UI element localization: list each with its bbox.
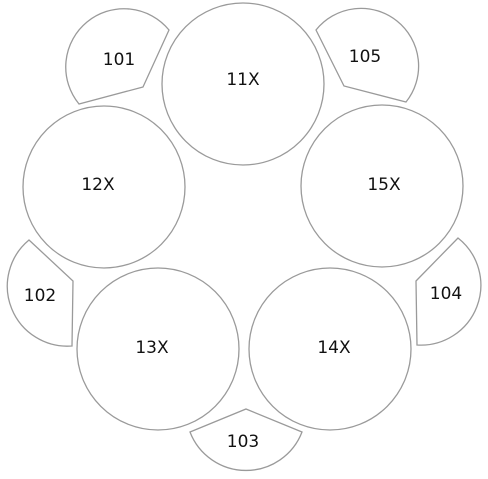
circle-node-11x[interactable]: 11X: [161, 2, 325, 166]
wedge-node-label: 102: [24, 286, 56, 306]
wedge-node-105[interactable]: 105: [315, 7, 420, 103]
circle-node-label: 11X: [226, 70, 260, 90]
wedge-node-label: 103: [227, 432, 259, 452]
circle-node-label: 12X: [81, 175, 115, 195]
wedge-node-label: 101: [103, 50, 135, 70]
circle-node-label: 14X: [317, 338, 351, 358]
wedge-node-102[interactable]: 102: [6, 239, 74, 347]
wedge-node-label: 104: [430, 284, 462, 304]
circle-node-label: 15X: [367, 175, 401, 195]
circle-node-label: 13X: [135, 338, 169, 358]
circle-node-12x[interactable]: 12X: [22, 105, 186, 269]
wedge-node-104[interactable]: 104: [415, 237, 482, 346]
wedge-node-101[interactable]: 101: [65, 8, 170, 105]
circle-node-14x[interactable]: 14X: [248, 267, 412, 431]
wedge-node-label: 105: [349, 47, 381, 67]
wedge-node-103[interactable]: 103: [189, 408, 303, 472]
circle-node-15x[interactable]: 15X: [300, 104, 464, 268]
circle-node-13x[interactable]: 13X: [76, 267, 240, 431]
